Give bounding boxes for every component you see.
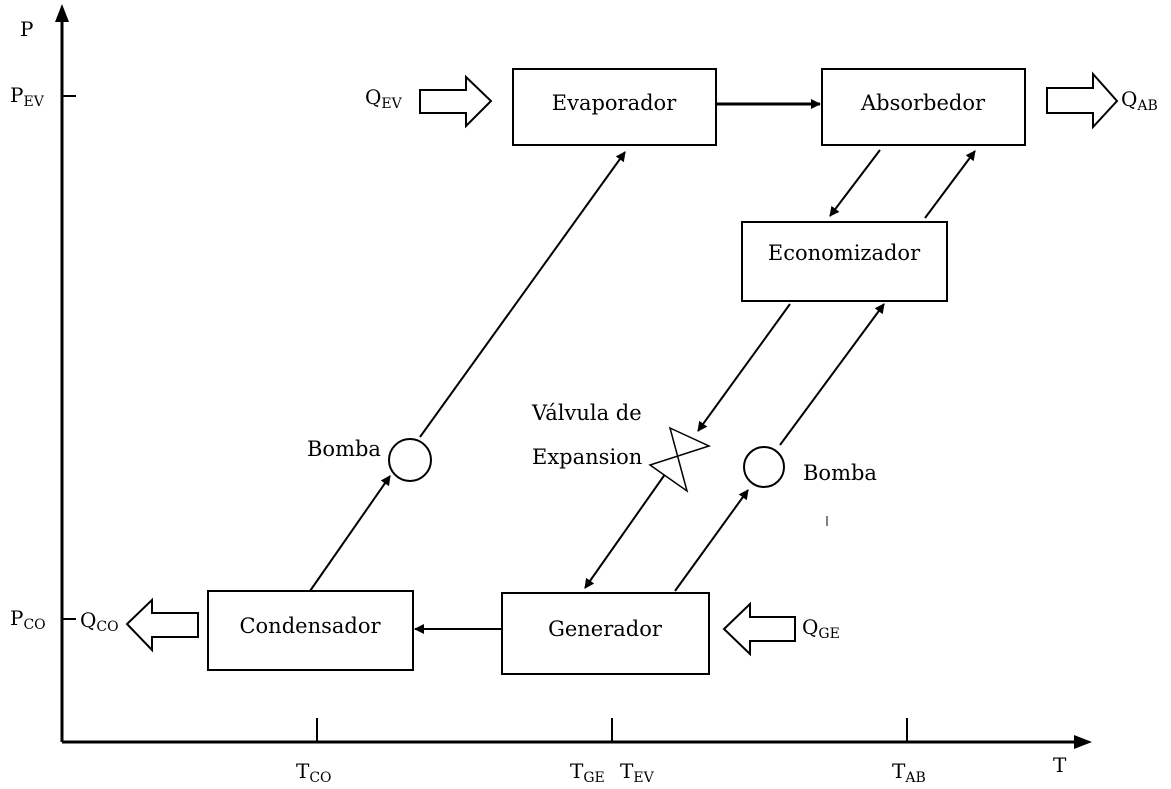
axes: P T PEV PCO TCO TGE TEV TAB xyxy=(10,4,1092,786)
absorbedor-label: Absorbedor xyxy=(860,91,986,115)
x-tick-label-tge: TGE xyxy=(570,759,605,786)
flow-bomba-right-to-economizador xyxy=(779,303,885,446)
y-tick-label-pco: PCO xyxy=(10,606,46,633)
evaporador-label: Evaporador xyxy=(552,91,677,115)
q-ab-label: QAB xyxy=(1121,87,1158,114)
bomba-left-label: Bomba xyxy=(307,437,381,461)
flow-absorbedor-to-economizador xyxy=(829,149,881,217)
generador-label: Generador xyxy=(548,617,663,641)
y-axis-arrowhead xyxy=(55,4,69,22)
flow-valve-to-generador xyxy=(584,469,669,589)
flow-bomba-left-to-evaporador xyxy=(419,151,626,438)
flow-condensador-to-bomba-left xyxy=(309,475,391,592)
y-tick-label-pev: PEV xyxy=(10,83,45,110)
bomba-right-pump-symbol xyxy=(743,446,785,488)
bomba-left-pump-symbol xyxy=(388,438,432,482)
condensador-label: Condensador xyxy=(239,614,381,638)
flow-generador-to-bomba-right xyxy=(674,489,749,592)
generador-box: Generador xyxy=(501,592,710,675)
expansion-valve-symbol xyxy=(648,426,712,493)
evaporador-box: Evaporador xyxy=(512,68,717,146)
economizador-box: Economizador xyxy=(741,221,948,302)
y-axis-label: P xyxy=(20,17,33,41)
condensador-box: Condensador xyxy=(207,590,414,671)
absorbedor-box: Absorbedor xyxy=(821,68,1026,146)
heat-arrow-qev xyxy=(419,74,493,129)
q-ev-label: QEV xyxy=(365,85,403,112)
x-tick-label-tco: TCO xyxy=(296,759,332,786)
flow-economizador-to-absorbedor xyxy=(924,150,976,219)
bomba-right-label: Bomba xyxy=(803,461,877,485)
x-axis-arrowhead xyxy=(1074,735,1092,749)
valve-label-line2: Expansion xyxy=(532,445,642,469)
q-co-label: QCO xyxy=(80,608,119,635)
economizador-label: Economizador xyxy=(768,241,921,265)
heat-arrow-qab xyxy=(1046,71,1119,130)
heat-arrow-qge xyxy=(722,601,796,657)
heat-arrow-qco xyxy=(125,597,199,653)
x-tick-label-tev: TEV xyxy=(620,759,655,786)
q-ge-label: QGE xyxy=(802,615,840,642)
valve-label-line1: Válvula de xyxy=(531,401,642,425)
flow-economizador-to-valve xyxy=(697,303,791,432)
flow-lines xyxy=(309,99,976,634)
x-tick-label-tab: TAB xyxy=(892,759,926,786)
x-axis-label: T xyxy=(1053,753,1067,777)
